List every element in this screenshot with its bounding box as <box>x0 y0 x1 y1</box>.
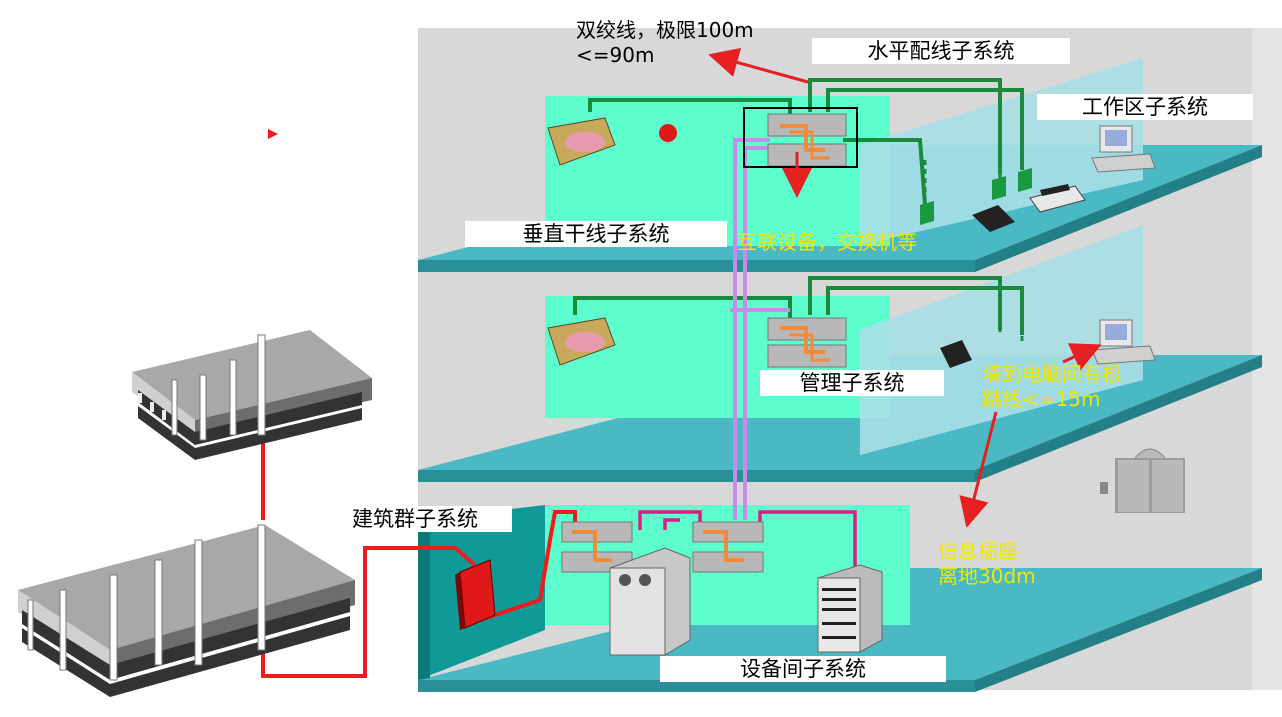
pbx-icon <box>547 317 616 366</box>
computer-icon <box>1091 319 1156 365</box>
twisted-pair-line-1: 双绞线，极限100m <box>576 18 754 42</box>
work-area-subsystem-label: 工作区子系统 <box>1037 94 1253 120</box>
equipment-room-subsystem-label: 设备间子系统 <box>660 656 946 682</box>
interconnect-note: 互联设备，交换机等 <box>737 230 917 254</box>
jumper-note: 墙到电脑间有根 跳线<=15m <box>982 362 1122 412</box>
outlet-note: 信息插座 离地30dm <box>938 539 1036 589</box>
red-campus-cable <box>261 430 577 678</box>
twisted-pair-line-2: <=90m <box>576 43 655 67</box>
door-icon <box>1100 448 1185 513</box>
campus-building-lower <box>18 524 355 697</box>
annotation-arrows <box>708 47 1102 528</box>
outlet-line-1: 信息插座 <box>938 539 1018 563</box>
marker-triangle-icon <box>268 129 278 139</box>
middle-partition <box>860 225 1143 455</box>
green-dashed-drops <box>923 110 1024 345</box>
patch-panel-bottom-1 <box>561 521 633 573</box>
campus-building-upper <box>132 330 372 460</box>
phone-icon <box>972 205 1015 232</box>
patch-panel-bottom-2 <box>692 521 764 573</box>
outlet-line-2: 离地30dm <box>938 564 1036 588</box>
printer-icon <box>1029 184 1086 213</box>
pbx-icon <box>547 117 616 166</box>
management-subsystem-label: 管理子系统 <box>760 370 944 396</box>
switch-highlight-box <box>743 107 858 168</box>
horizontal-subsystem-label: 水平配线子系统 <box>812 38 1070 64</box>
rack-server-icon <box>817 564 883 653</box>
backbone-subsystem-label: 垂直干线子系统 <box>465 221 727 247</box>
jumper-line-2: 跳线<=15m <box>982 387 1101 411</box>
floor-2 <box>418 225 1262 482</box>
outlet-boxes <box>920 168 1032 225</box>
camera-icon <box>940 340 972 368</box>
magenta-cables <box>638 510 857 580</box>
server-cabinet-icon <box>609 547 691 656</box>
computer-icon <box>1091 125 1156 173</box>
campus-subsystem-label: 建筑群子系统 <box>318 506 512 532</box>
jumper-line-1: 墙到电脑间有根 <box>982 362 1122 386</box>
red-cabinet-icon <box>455 559 496 630</box>
patch-panel-middle <box>767 317 847 368</box>
alarm-bell-icon <box>659 124 677 142</box>
twisted-pair-note: 双绞线，极限100m <=90m <box>576 18 754 68</box>
